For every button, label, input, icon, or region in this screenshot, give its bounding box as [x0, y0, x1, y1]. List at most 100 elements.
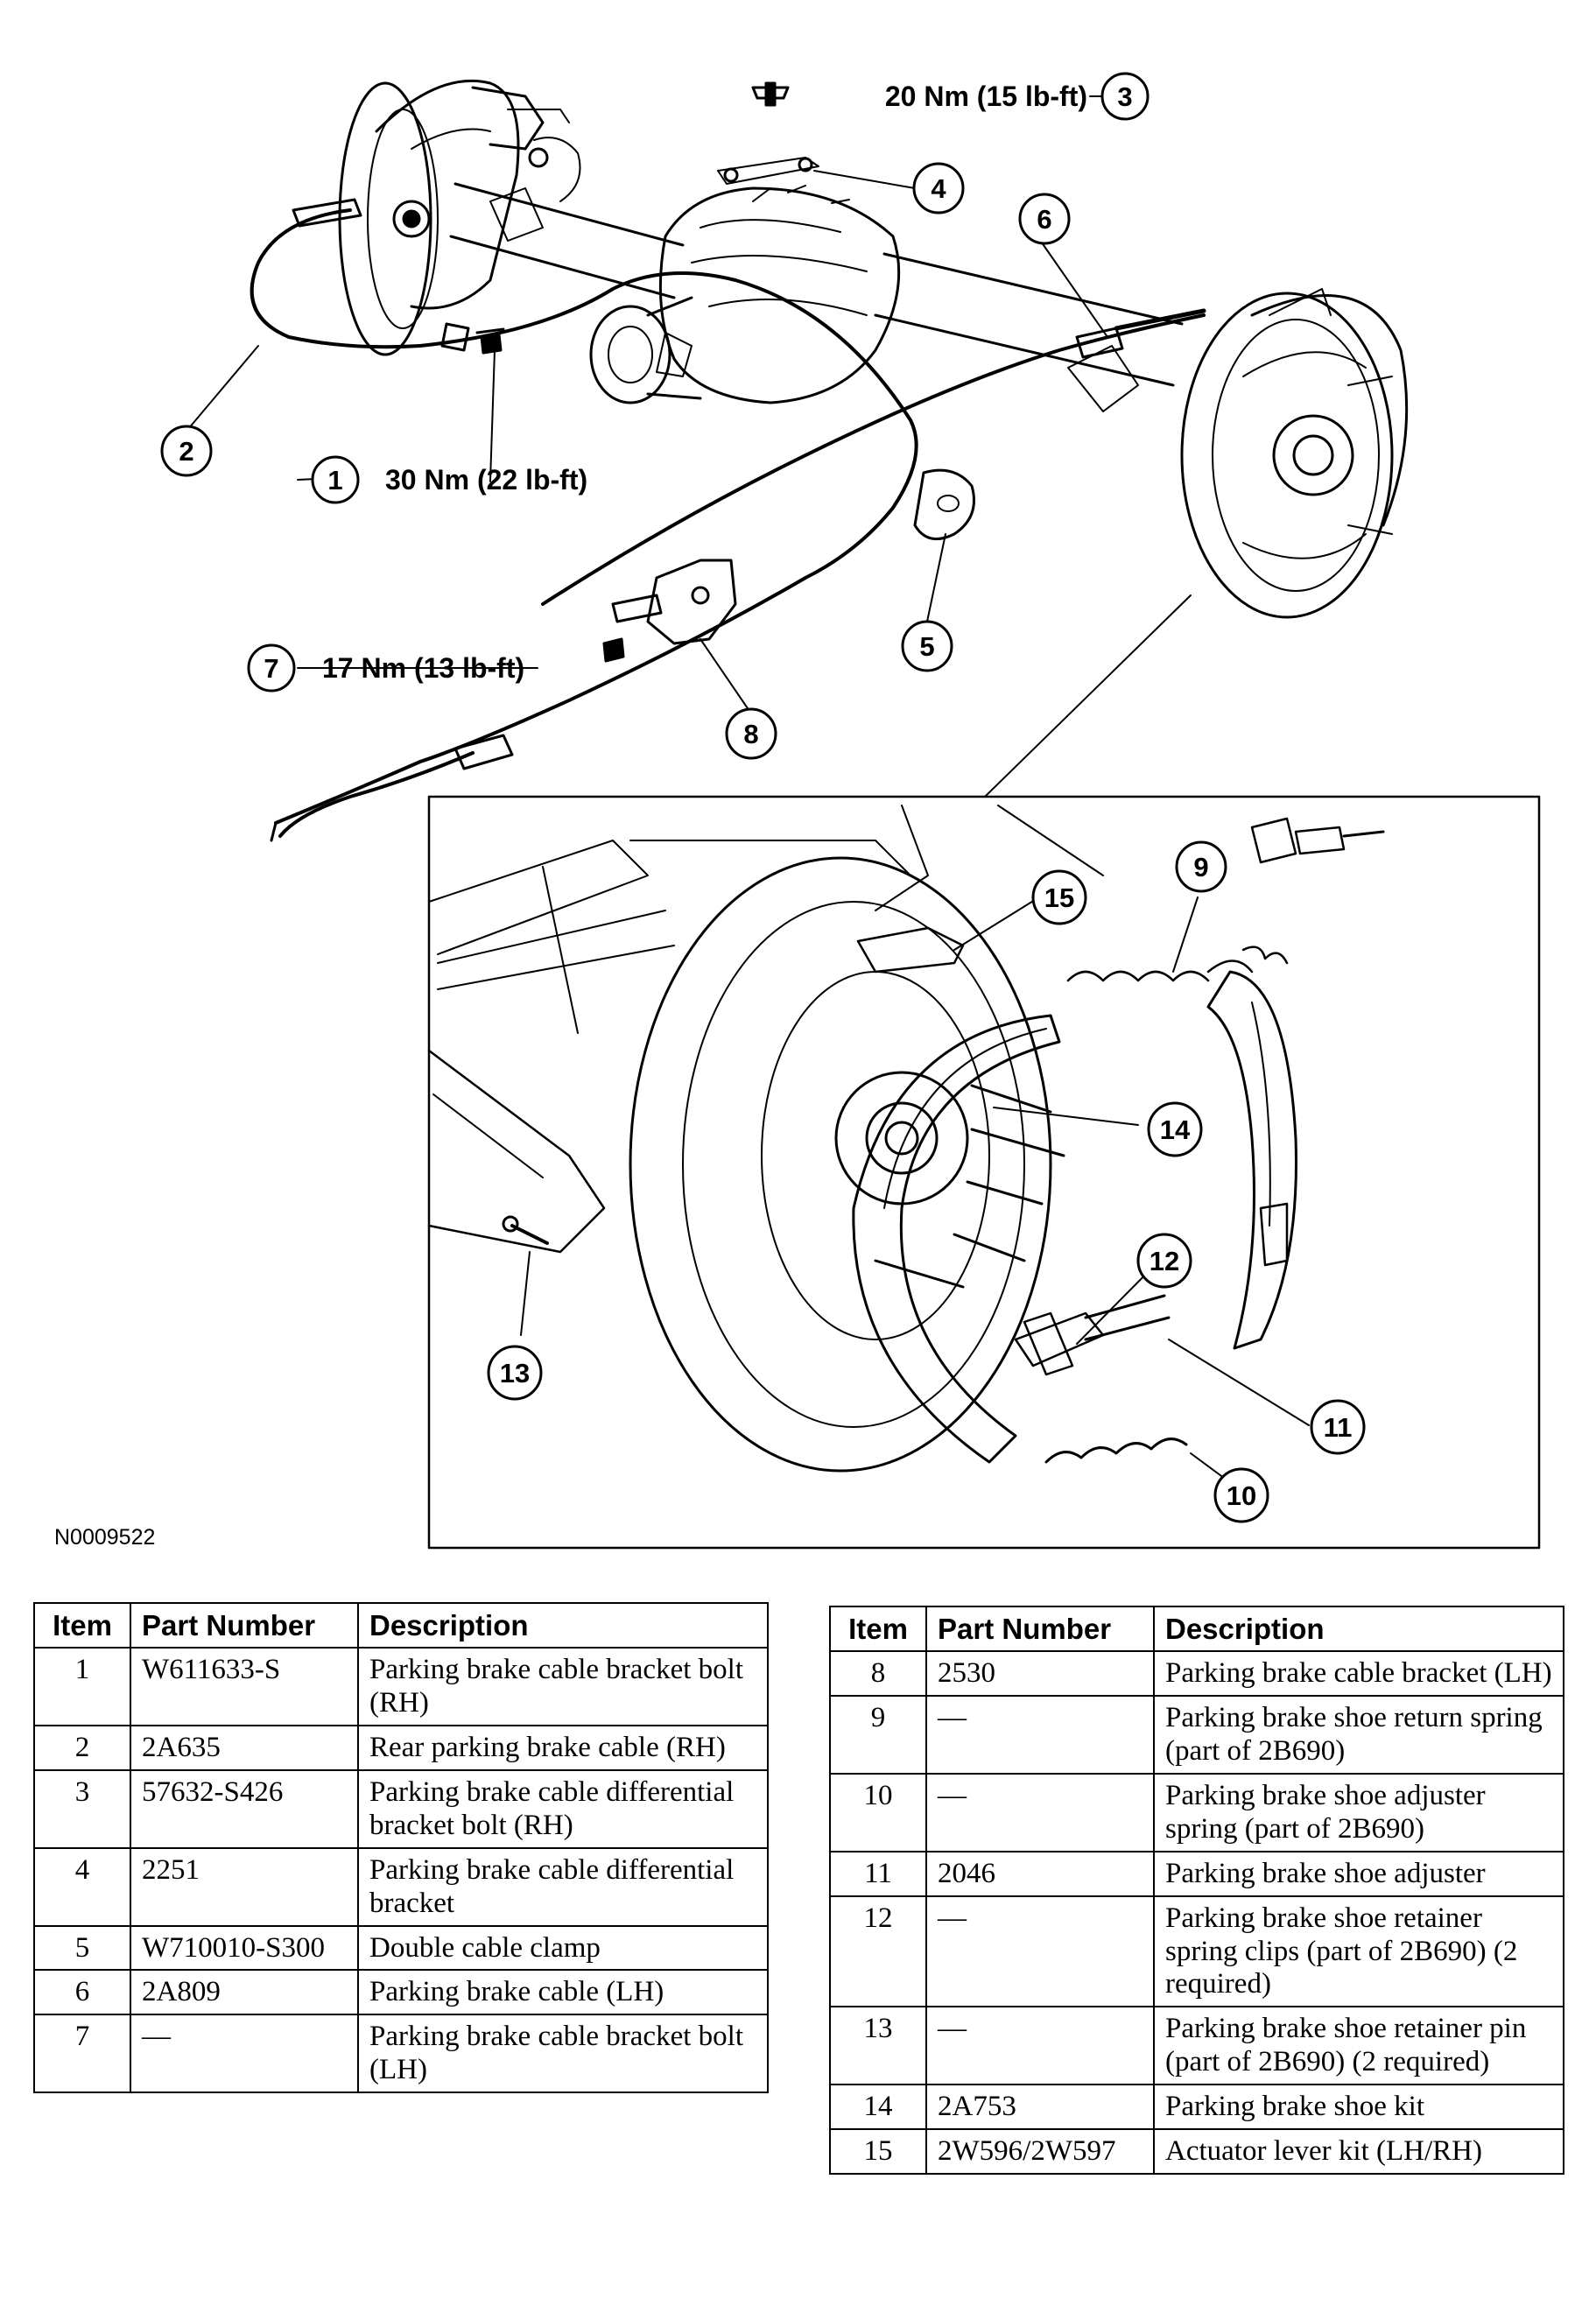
callout-bubbles: 1 30 Nm (22 lb-ft) 2 3 20 Nm (15 lb-ft) …	[160, 72, 1366, 1523]
table-header-row: Item Part Number Description	[829, 1606, 1564, 1652]
callout-8: 8	[725, 707, 777, 760]
callout-2: 2	[160, 425, 213, 477]
svg-text:6: 6	[1037, 204, 1051, 235]
cell-part-number: —	[925, 1694, 1155, 1775]
cell-description: Parking brake shoe retainer spring clips…	[1153, 1895, 1564, 2008]
cell-part-number: —	[130, 2014, 359, 2094]
cell-part-number: —	[925, 1895, 1155, 2008]
cell-part-number: W611633-S	[130, 1646, 359, 1726]
callout-7: 7 17 Nm (13 lb-ft)	[247, 643, 524, 692]
callout-1: 1 30 Nm (22 lb-ft)	[311, 455, 587, 504]
cell-item: 7	[33, 2014, 131, 2094]
differential-bracket-and-bolt	[751, 81, 790, 107]
table-row: 13—Parking brake shoe retainer pin (part…	[829, 2006, 1564, 2086]
svg-text:8: 8	[743, 719, 758, 749]
double-cable-clamp	[913, 468, 975, 541]
table-header-row: Item Part Number Description	[33, 1602, 769, 1649]
header-part-number: Part Number	[130, 1602, 359, 1649]
cell-item: 1	[33, 1646, 131, 1726]
svg-text:7: 7	[264, 653, 278, 684]
cell-description: Parking brake cable bracket bolt (RH)	[357, 1646, 769, 1726]
header-item: Item	[33, 1602, 131, 1649]
cell-item: 4	[33, 1846, 131, 1927]
svg-text:4: 4	[931, 173, 946, 204]
torque-3: 20 Nm (15 lb-ft)	[885, 81, 1087, 112]
inset-detail-view	[427, 594, 1541, 1550]
svg-text:1: 1	[327, 465, 342, 496]
cell-part-number: 2W596/2W597	[925, 2128, 1155, 2176]
rear-axle-assembly	[338, 79, 1409, 619]
cell-item: 11	[829, 1850, 927, 1897]
svg-text:15: 15	[1044, 882, 1074, 913]
header-item: Item	[829, 1606, 927, 1652]
cell-description: Parking brake shoe retainer pin (part of…	[1153, 2006, 1564, 2086]
svg-text:9: 9	[1193, 852, 1208, 882]
cell-description: Actuator lever kit (LH/RH)	[1153, 2128, 1564, 2176]
svg-text:11: 11	[1324, 1412, 1353, 1443]
table-row: 10—Parking brake shoe adjuster spring (p…	[829, 1772, 1564, 1852]
svg-text:2: 2	[179, 436, 193, 467]
cell-description: Parking brake shoe return spring (part o…	[1153, 1694, 1564, 1775]
cell-part-number: W710010-S300	[130, 1924, 359, 1972]
svg-text:14: 14	[1160, 1114, 1191, 1145]
cell-description: Parking brake cable bracket bolt (LH)	[357, 2014, 769, 2094]
cell-item: 10	[829, 1772, 927, 1852]
figure-id: N0009522	[54, 1525, 156, 1550]
callout-11: 11	[1310, 1399, 1366, 1455]
cell-item: 15	[829, 2128, 927, 2176]
cell-description: Parking brake shoe kit	[1153, 2084, 1564, 2131]
cell-description: Parking brake shoe adjuster	[1153, 1850, 1564, 1897]
cell-part-number: 57632-S426	[130, 1768, 359, 1849]
cell-description: Double cable clamp	[357, 1924, 769, 1972]
callout-5: 5	[901, 620, 953, 672]
cell-part-number: 2A809	[130, 1969, 359, 2016]
cell-item: 6	[33, 1969, 131, 2016]
svg-text:13: 13	[500, 1358, 530, 1388]
callout-9: 9	[1175, 840, 1227, 893]
callout-3: 3 20 Nm (15 lb-ft)	[885, 72, 1150, 121]
svg-text:12: 12	[1150, 1246, 1179, 1276]
cell-item: 8	[829, 1649, 927, 1697]
cell-part-number: 2530	[925, 1649, 1155, 1697]
svg-text:10: 10	[1227, 1480, 1256, 1511]
cell-part-number: 2046	[925, 1850, 1155, 1897]
callout-12: 12	[1136, 1233, 1192, 1289]
bracket-bolt-lh	[602, 637, 625, 663]
header-part-number: Part Number	[925, 1606, 1155, 1652]
cell-description: Parking brake cable differential bracket…	[357, 1768, 769, 1849]
cell-part-number: 2A635	[130, 1724, 359, 1771]
exploded-view-diagram: 1 30 Nm (22 lb-ft) 2 3 20 Nm (15 lb-ft) …	[160, 72, 1541, 1550]
callout-4: 4	[912, 162, 965, 214]
cell-part-number: 2251	[130, 1846, 359, 1927]
table-row: 7—Parking brake cable bracket bolt (LH)	[33, 2014, 769, 2094]
cell-item: 13	[829, 2006, 927, 2086]
torque-1: 30 Nm (22 lb-ft)	[385, 464, 587, 496]
cell-item: 5	[33, 1924, 131, 1972]
callout-6: 6	[1018, 193, 1071, 245]
torque-7: 17 Nm (13 lb-ft)	[322, 652, 524, 684]
cell-item: 2	[33, 1724, 131, 1771]
cell-part-number: —	[925, 2006, 1155, 2086]
cell-description: Parking brake shoe adjuster spring (part…	[1153, 1772, 1564, 1852]
bracket-bolt-rh	[475, 327, 505, 355]
cell-part-number: —	[925, 1772, 1155, 1852]
cell-item: 12	[829, 1895, 927, 2008]
cell-description: Parking brake cable differential bracket	[357, 1846, 769, 1927]
cell-description: Parking brake cable (LH)	[357, 1969, 769, 2016]
parking-brake-cables	[250, 198, 1206, 842]
header-description: Description	[357, 1602, 769, 1649]
header-description: Description	[1153, 1606, 1564, 1652]
cell-part-number: 2A753	[925, 2084, 1155, 2131]
cell-item: 14	[829, 2084, 927, 2131]
